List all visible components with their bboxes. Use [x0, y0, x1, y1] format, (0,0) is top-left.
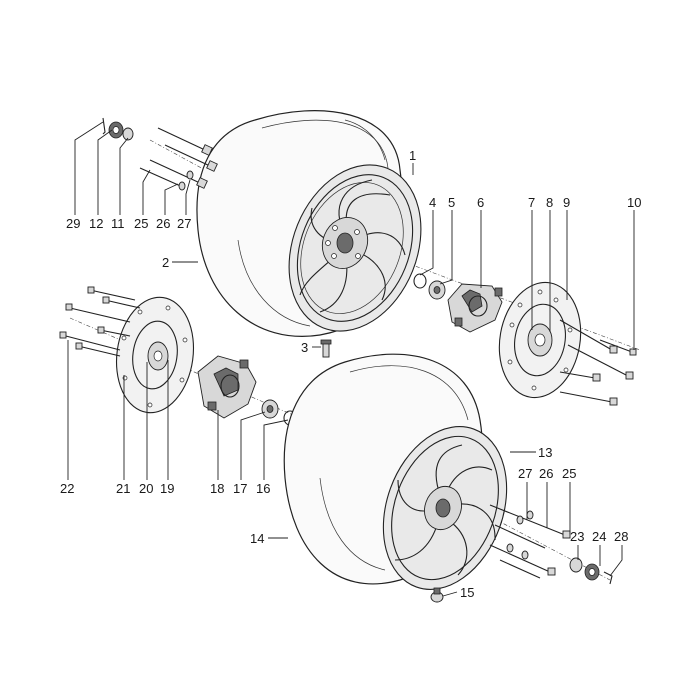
label-part-17: 17: [233, 481, 247, 496]
lower-hub-carrier: [197, 355, 257, 419]
lower-valve: [430, 587, 444, 603]
upper-brake-disc: [498, 281, 582, 399]
label-part-26-upper: 26: [156, 216, 170, 231]
label-part-12: 12: [89, 216, 103, 231]
lower-rim: [382, 426, 508, 590]
label-part-25-upper: 25: [134, 216, 148, 231]
upper-rim: [288, 164, 422, 332]
upper-axle-nut-group: [102, 117, 134, 141]
label-part-6: 6: [477, 195, 484, 210]
label-part-14: 14: [250, 531, 264, 546]
label-part-3: 3: [301, 340, 308, 355]
upper-hub-carrier: [447, 283, 503, 333]
label-part-24: 24: [592, 529, 606, 544]
label-part-1: 1: [409, 148, 416, 163]
label-part-8: 8: [546, 195, 553, 210]
label-part-20: 20: [139, 481, 153, 496]
label-part-22: 22: [60, 481, 74, 496]
label-part-19: 19: [160, 481, 174, 496]
label-part-10: 10: [627, 195, 641, 210]
lower-axle-nut-group: [569, 557, 613, 585]
label-part-11: 11: [111, 216, 125, 231]
label-part-18: 18: [210, 481, 224, 496]
lower-bearing-circlip: [261, 399, 297, 426]
lower-wheel-assembly: [59, 286, 613, 603]
label-part-4: 4: [429, 195, 436, 210]
lower-bolt-set: [489, 504, 571, 579]
label-part-7: 7: [528, 195, 535, 210]
lower-disc-bolts: [59, 286, 141, 357]
label-part-29: 29: [66, 216, 80, 231]
label-part-27-upper: 27: [177, 216, 191, 231]
label-part-23: 23: [570, 529, 584, 544]
lower-brake-disc: [115, 296, 195, 414]
upper-bolt-set: [139, 127, 218, 191]
label-part-2: 2: [162, 255, 169, 270]
upper-wheel-assembly: [102, 110, 641, 406]
label-part-9: 9: [563, 195, 570, 210]
upper-disc-bolts: [559, 319, 637, 406]
valve-stem: [320, 339, 332, 358]
label-part-26-lower: 26: [539, 466, 553, 481]
label-part-21: 21: [116, 481, 130, 496]
part-number-labels: 29 12 11 25 26 27 2 1 3 4 5 6 7 8 9 10 2…: [60, 148, 641, 600]
label-part-15: 15: [460, 585, 474, 600]
leader-lines: [67, 121, 635, 597]
label-part-27-lower: 27: [518, 466, 532, 481]
upper-circlip-bearing: [413, 273, 446, 300]
label-part-25-lower: 25: [562, 466, 576, 481]
label-part-16: 16: [256, 481, 270, 496]
label-part-5: 5: [448, 195, 455, 210]
label-part-13: 13: [538, 445, 552, 460]
label-part-28: 28: [614, 529, 628, 544]
